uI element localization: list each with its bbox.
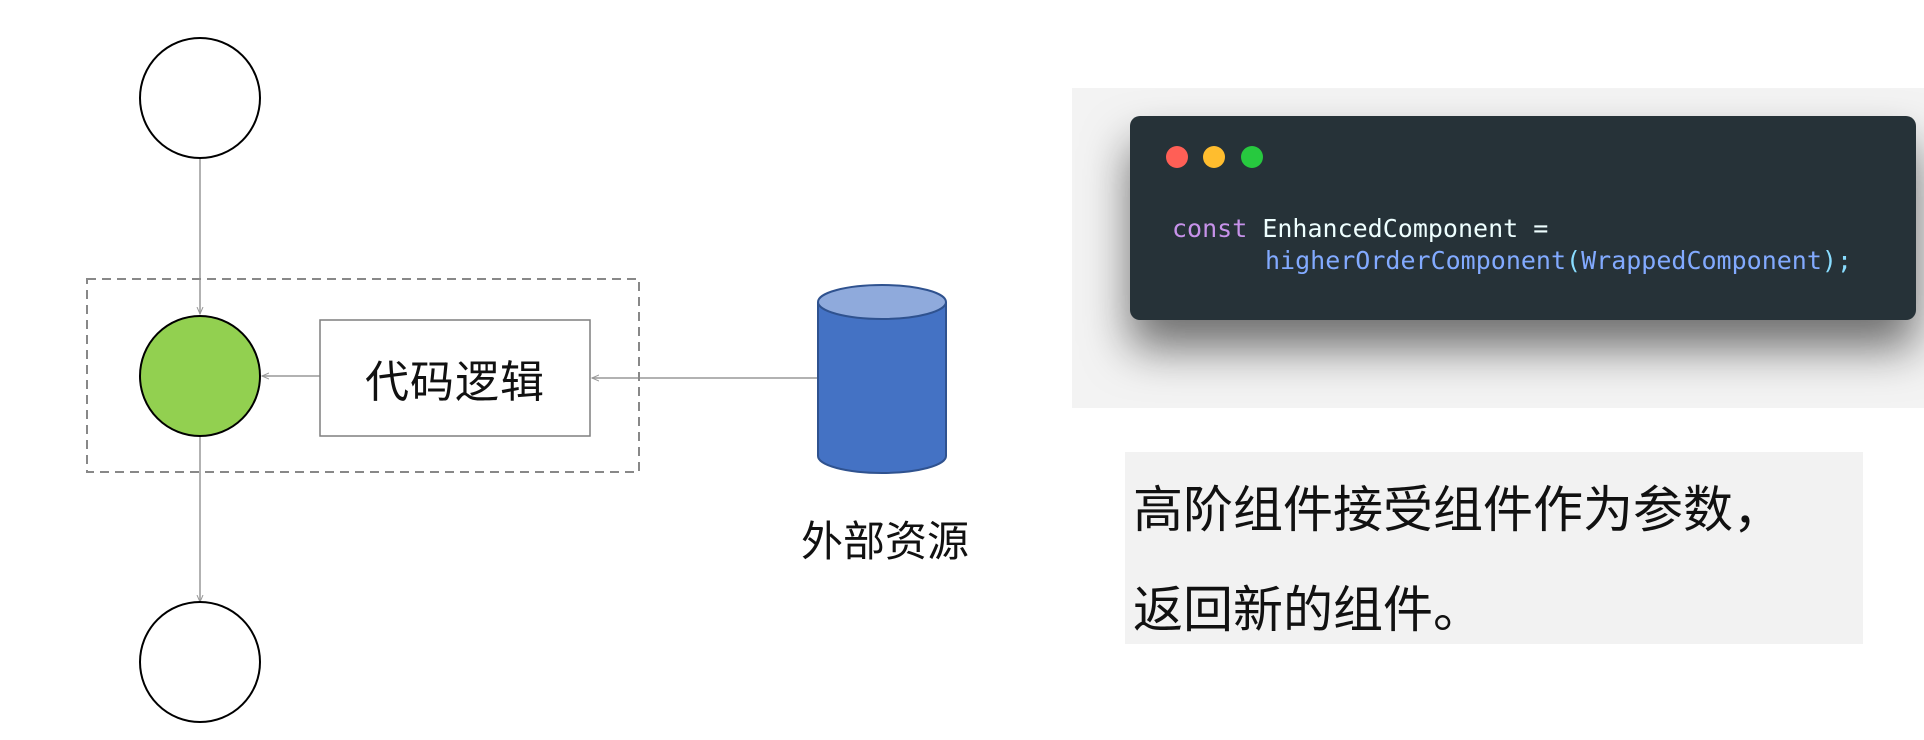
- close-dot-icon: [1166, 146, 1188, 168]
- code-window: const EnhancedComponent = higherOrderCom…: [1130, 116, 1916, 320]
- hoc-flow-diagram: [86, 37, 947, 723]
- database-icon: [817, 284, 947, 474]
- caption-line-1: 高阶组件接受组件作为参数，: [1133, 481, 1783, 539]
- code-open-paren: (: [1566, 246, 1582, 275]
- code-logic-label: 代码逻辑: [365, 357, 545, 408]
- external-resource-label: 外部资源: [800, 517, 969, 566]
- code-argument: WrappedComponent: [1581, 246, 1822, 275]
- hoc-dashed-boundary: [86, 278, 640, 473]
- code-line-1: const EnhancedComponent =: [1172, 214, 1548, 243]
- hoc-component-node: [139, 315, 261, 437]
- maximize-dot-icon: [1241, 146, 1263, 168]
- minimize-dot-icon: [1203, 146, 1225, 168]
- code-declaration: EnhancedComponent =: [1247, 214, 1549, 243]
- code-function-name: higherOrderComponent: [1265, 246, 1567, 275]
- code-logic-box: [319, 319, 591, 437]
- input-component-node: [139, 37, 261, 159]
- caption-box: 高阶组件接受组件作为参数， 返回新的组件。: [1125, 452, 1863, 644]
- code-close-paren: );: [1821, 246, 1853, 275]
- output-component-node: [139, 601, 261, 723]
- code-keyword: const: [1172, 214, 1248, 243]
- caption-line-2: 返回新的组件。: [1133, 581, 1483, 639]
- code-line-2: higherOrderComponent(WrappedComponent);: [1265, 246, 1852, 275]
